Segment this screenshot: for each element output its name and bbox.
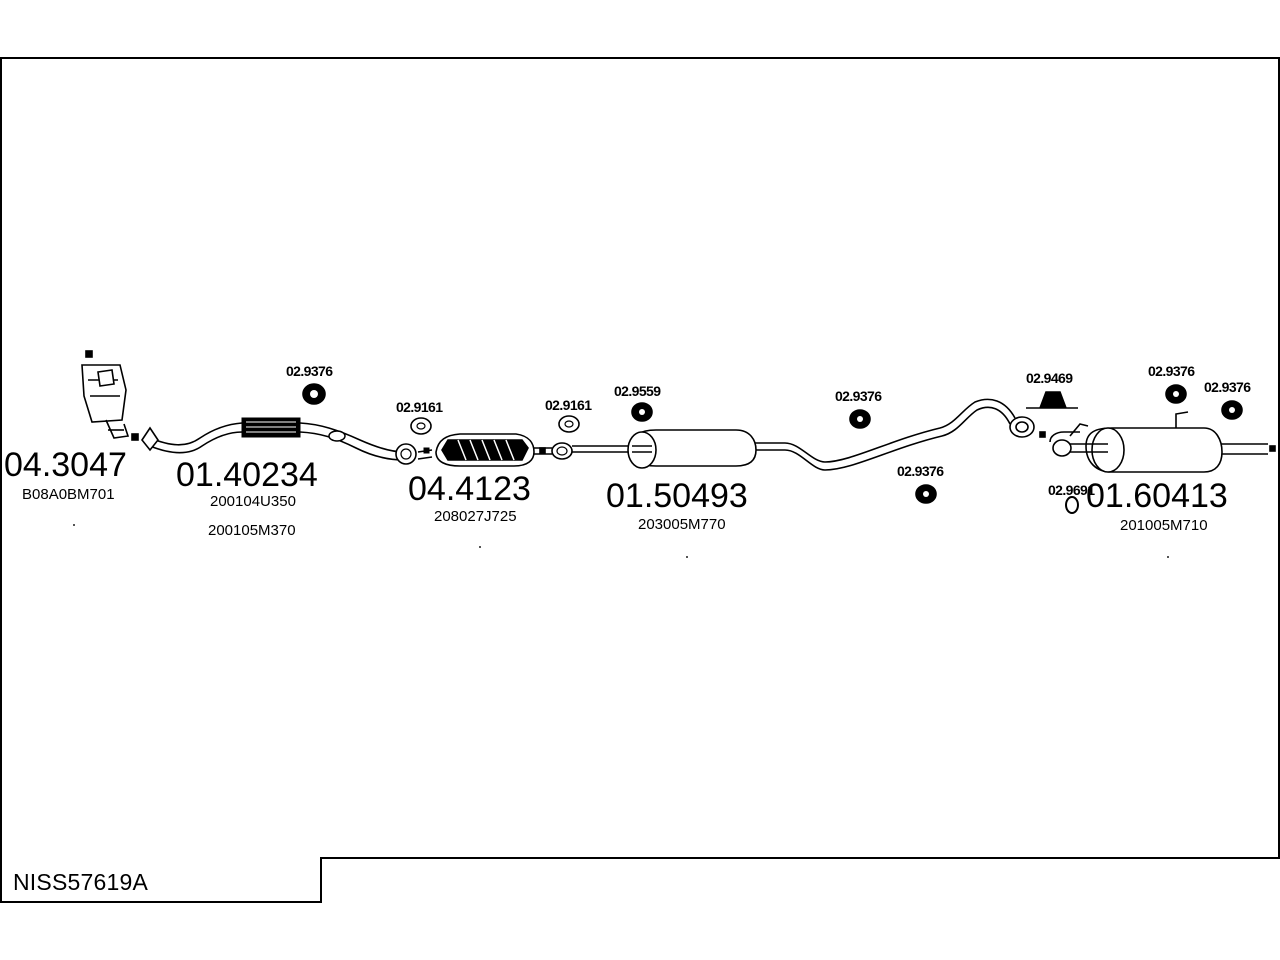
mounting-bracket-icon [1026, 391, 1078, 409]
part-number: 01.40234 [176, 456, 318, 494]
gasket-icon [558, 415, 580, 433]
fitting-label: 02.9376 [897, 463, 944, 479]
fitting-label: 02.9559 [614, 383, 661, 399]
fitting-labels: 02.9376 02.9161 02.9161 02.9559 02.9376 … [286, 363, 1252, 498]
pipe-route [149, 398, 1268, 471]
part-number: 04.3047 [4, 446, 127, 484]
part-number: 01.50493 [606, 477, 748, 515]
rubber-hanger-icon [1221, 400, 1243, 420]
gasket-icon [410, 417, 432, 435]
fitting-icons [302, 383, 1243, 514]
part-reference: 200104U350 [210, 493, 296, 510]
middle-silencer-part [627, 429, 757, 469]
fitting-label: 02.9376 [286, 363, 333, 379]
diagram-code: NISS57619A [13, 869, 148, 895]
fitting-label: 02.9376 [1148, 363, 1195, 379]
reference-dots [73, 524, 1169, 558]
ring-clamp-icon [1065, 496, 1079, 514]
fitting-label: 02.9691 [1048, 482, 1095, 498]
flex-pipe-part [241, 417, 430, 465]
part-labels: 04.3047 B08A0BM701 01.40234 200104U350 2… [4, 446, 1228, 539]
part-reference: 208027J725 [434, 508, 517, 525]
rear-silencer-part [1009, 411, 1276, 473]
fitting-label: 02.9161 [396, 399, 443, 415]
rubber-hanger-icon [631, 402, 653, 422]
part-number: 04.4123 [408, 470, 531, 508]
catalyst-2-part [435, 433, 573, 467]
part-reference: 200105M370 [208, 522, 296, 539]
rubber-hanger-icon [849, 409, 871, 429]
fitting-label: 02.9469 [1026, 370, 1073, 386]
fitting-label: 02.9161 [545, 397, 592, 413]
rubber-hanger-icon [302, 383, 326, 405]
fitting-label: 02.9376 [835, 388, 882, 404]
catalytic-converter-part [81, 350, 159, 452]
diagram-code-box: NISS57619A [0, 857, 322, 903]
part-reference: 203005M770 [638, 516, 726, 533]
part-number: 01.60413 [1086, 477, 1228, 515]
part-reference: B08A0BM701 [22, 486, 115, 503]
rubber-hanger-icon [915, 484, 937, 504]
part-reference: 201005M710 [1120, 517, 1208, 534]
fitting-label: 02.9376 [1204, 379, 1251, 395]
rubber-hanger-icon [1165, 384, 1187, 404]
